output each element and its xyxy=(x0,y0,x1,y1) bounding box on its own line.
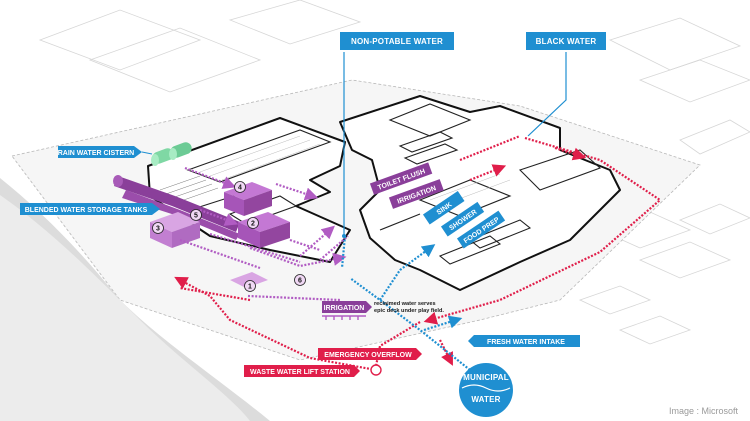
marker-3: 3 xyxy=(152,222,164,234)
black-water-lines xyxy=(174,134,662,372)
marker-2: 2 xyxy=(247,217,259,229)
lift-station-marker xyxy=(370,364,382,376)
black-water-label: BLACK WATER xyxy=(526,32,606,50)
marker-5: 5 xyxy=(190,209,202,221)
marker-6: 6 xyxy=(294,274,306,286)
lift-station-label: WASTE WATER LIFT STATION xyxy=(244,364,382,377)
svg-text:EMERGENCY OVERFLOW: EMERGENCY OVERFLOW xyxy=(324,352,412,359)
svg-text:FRESH WATER INTAKE: FRESH WATER INTAKE xyxy=(487,339,565,346)
irrigation-bottom-label: IRRIGATION reclaimed water serves epic d… xyxy=(322,301,444,320)
black-water-leader xyxy=(527,52,567,137)
svg-text:BLENDED WATER STORAGE TANKS: BLENDED WATER STORAGE TANKS xyxy=(25,207,148,214)
rain-water-cistern xyxy=(151,142,192,166)
svg-text:4: 4 xyxy=(238,185,242,192)
svg-text:reclaimed water serves: reclaimed water serves xyxy=(374,301,436,307)
svg-text:1: 1 xyxy=(248,284,252,291)
svg-text:NON-POTABLE WATER: NON-POTABLE WATER xyxy=(351,37,443,46)
svg-text:RAIN WATER CISTERN: RAIN WATER CISTERN xyxy=(58,150,134,157)
building-interior xyxy=(186,103,602,265)
svg-text:3: 3 xyxy=(156,226,160,233)
svg-text:6: 6 xyxy=(298,278,302,285)
svg-text:WASTE WATER LIFT STATION: WASTE WATER LIFT STATION xyxy=(250,369,350,376)
fresh-water-intake-label: FRESH WATER INTAKE xyxy=(468,335,580,347)
image-credit: Image : Microsoft xyxy=(669,406,739,416)
svg-text:epic deck under play field.: epic deck under play field. xyxy=(374,308,444,314)
purple-flow-lines xyxy=(179,166,349,302)
rain-water-cistern-label: RAIN WATER CISTERN xyxy=(58,146,153,158)
blended-tanks-label: BLENDED WATER STORAGE TANKS xyxy=(20,203,160,215)
municipal-water: MUNICIPAL WATER xyxy=(459,363,513,417)
emergency-overflow-label: EMERGENCY OVERFLOW xyxy=(318,348,422,360)
svg-text:2: 2 xyxy=(251,221,255,228)
marker-4: 4 xyxy=(234,181,246,193)
svg-text:IRRIGATION: IRRIGATION xyxy=(324,305,365,312)
svg-text:5: 5 xyxy=(194,213,198,220)
play-field-steps xyxy=(159,175,219,203)
non-potable-water-label: NON-POTABLE WATER xyxy=(340,32,454,50)
svg-text:BLACK WATER: BLACK WATER xyxy=(536,37,597,46)
marker-1: 1 xyxy=(244,280,256,292)
svg-text:MUNICIPAL: MUNICIPAL xyxy=(463,373,509,382)
svg-text:WATER: WATER xyxy=(471,395,500,404)
fresh-water-lines xyxy=(340,235,471,371)
